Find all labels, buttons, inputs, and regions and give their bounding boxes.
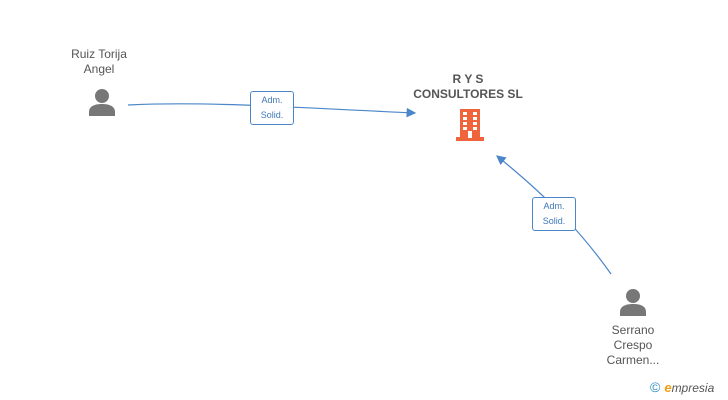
edge-label-1-line2: Solid. bbox=[260, 110, 284, 120]
person2-name-line3: Carmen... bbox=[606, 353, 660, 367]
company-name[interactable]: R Y S CONSULTORES SL bbox=[388, 72, 548, 102]
person2-name[interactable]: Serrano Crespo Carmen... bbox=[583, 323, 683, 368]
brand-e: e bbox=[664, 380, 672, 395]
person-icon[interactable] bbox=[618, 288, 648, 318]
person-icon[interactable] bbox=[87, 88, 117, 118]
person1-name-line1: Ruiz Torija bbox=[71, 47, 127, 61]
person1-name[interactable]: Ruiz Torija Angel bbox=[49, 47, 149, 77]
company-name-line2: CONSULTORES SL bbox=[413, 87, 523, 101]
edge-label-2: Adm. Solid. bbox=[532, 197, 576, 231]
edge-label-1: Adm. Solid. bbox=[250, 91, 294, 125]
brand-name: mpresia bbox=[671, 381, 715, 395]
person1-name-line2: Angel bbox=[83, 62, 115, 76]
company-name-line1: R Y S bbox=[452, 72, 484, 86]
edge-label-1-line1: Adm. bbox=[261, 95, 283, 105]
person2-name-line2: Crespo bbox=[613, 338, 653, 352]
copyright-icon: © bbox=[650, 379, 661, 395]
brand-logo: ©empresia bbox=[650, 379, 714, 395]
edge-label-2-line2: Solid. bbox=[542, 216, 566, 226]
person2-name-line1: Serrano bbox=[611, 323, 655, 337]
edge-label-2-line1: Adm. bbox=[543, 201, 565, 211]
building-icon[interactable] bbox=[454, 107, 486, 141]
